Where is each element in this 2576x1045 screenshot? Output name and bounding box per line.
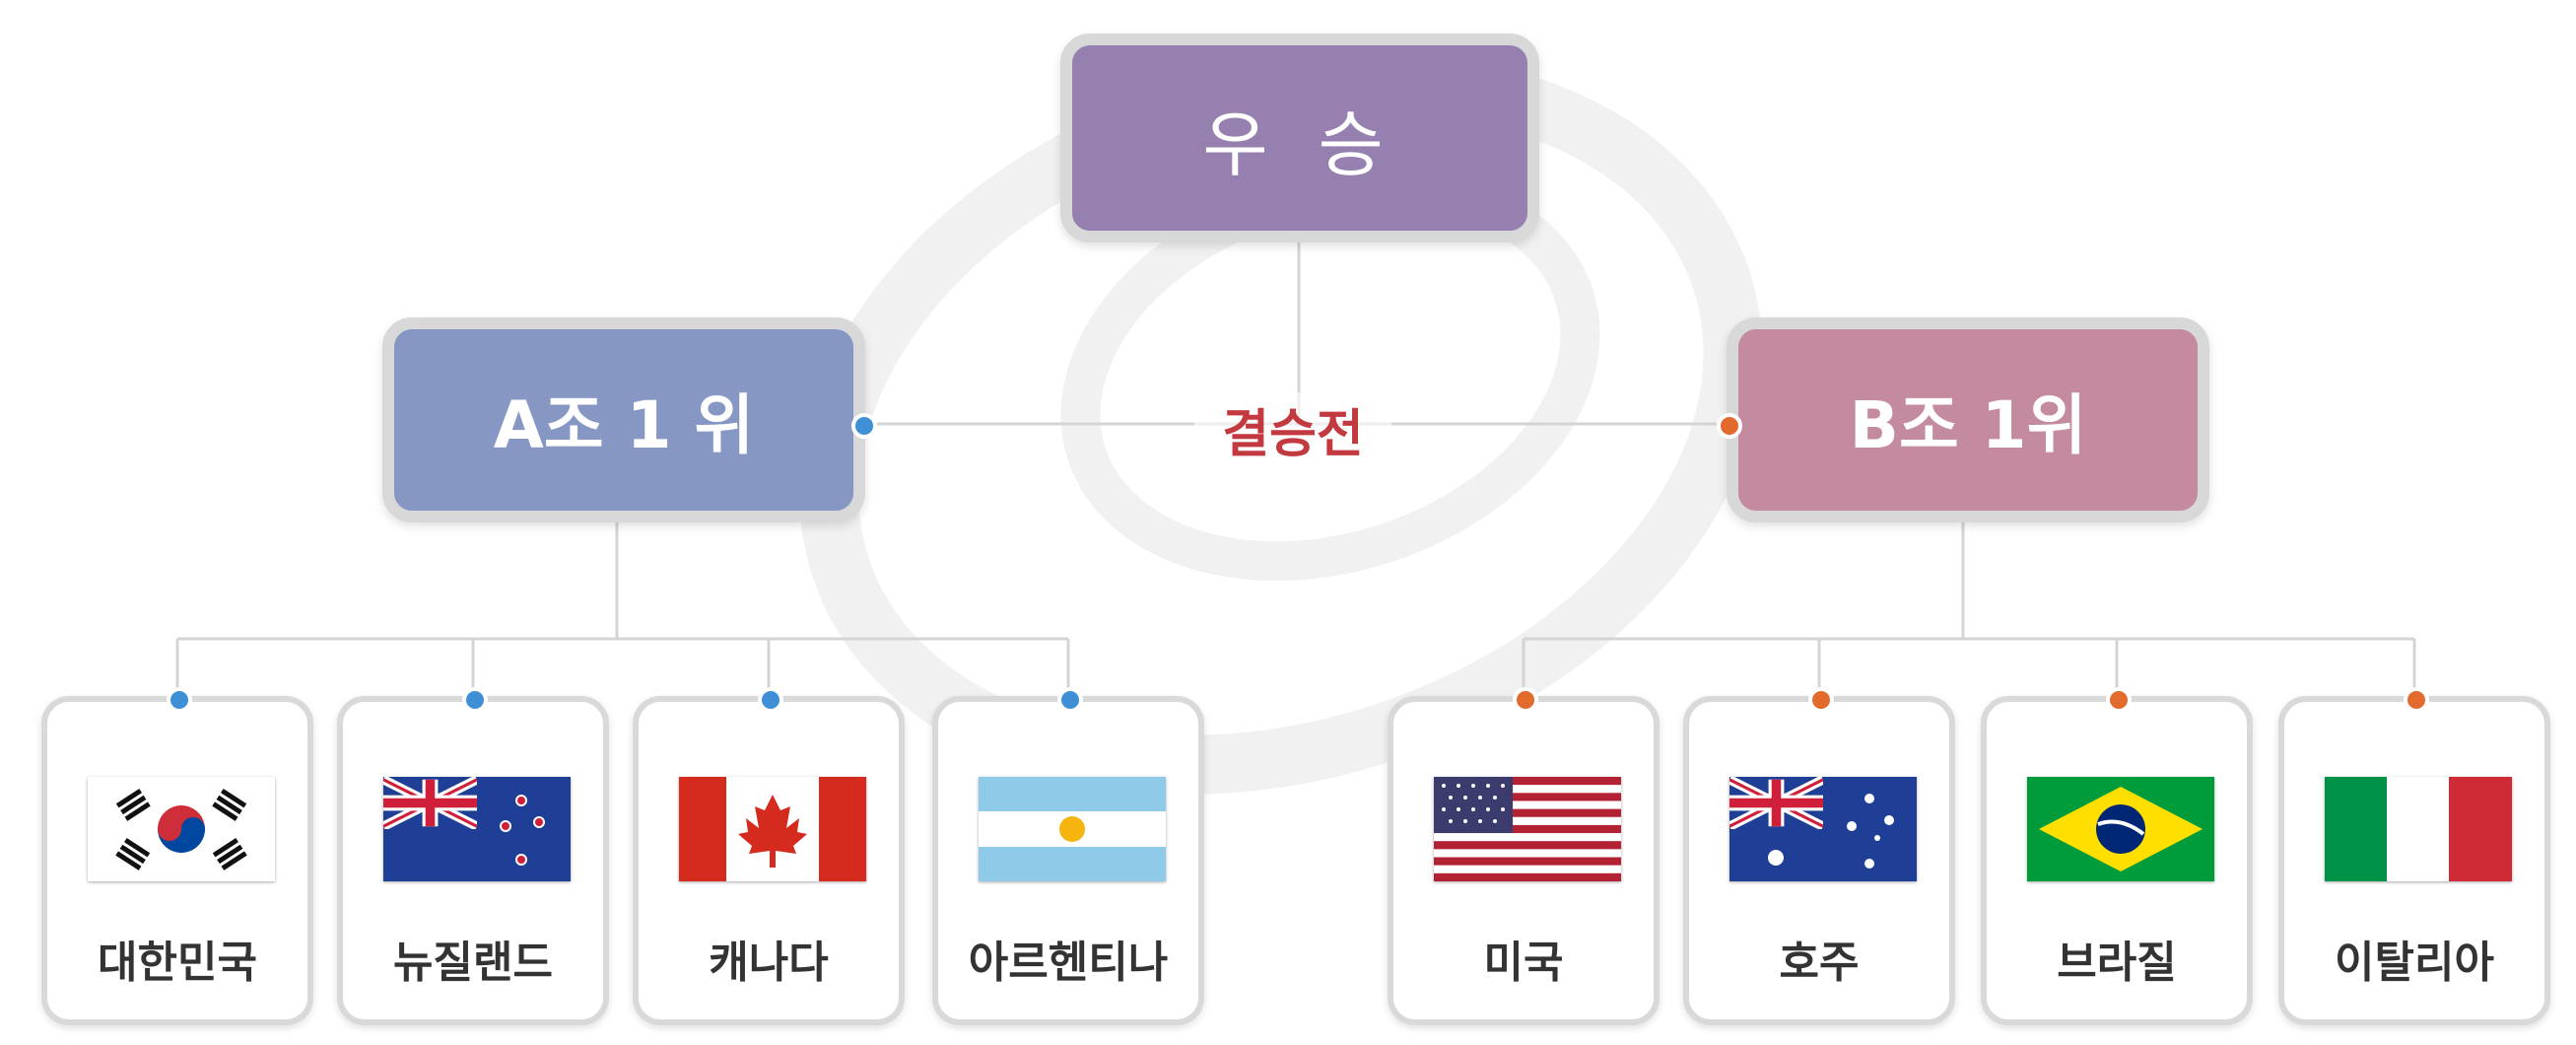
brazil-flag-icon [2027, 777, 2214, 881]
team-name: 이탈리아 [2335, 938, 2494, 988]
team-card-usa: 미국 [1388, 696, 1660, 1025]
korea-flag-icon [88, 777, 275, 881]
team-card-italy: 이탈리아 [2278, 696, 2550, 1025]
argentina-flag-icon [979, 777, 1166, 881]
team-name: 미국 [1483, 938, 1564, 988]
team-connector-dot [167, 687, 192, 713]
final-match-label: 결승전 [1194, 392, 1391, 466]
team-card-brazil: 브라질 [1981, 696, 2253, 1025]
team-card-australia: 호주 [1683, 696, 1955, 1025]
australia-flag-icon [1729, 777, 1917, 881]
winner-box: 우 승 [1060, 34, 1539, 243]
group-a-first-box: A조 1 위 [382, 317, 865, 522]
group-b-connector-dot [1717, 413, 1742, 439]
team-connector-dot [2404, 687, 2429, 713]
team-card-new-zealand: 뉴질랜드 [337, 696, 609, 1025]
team-name: 브라질 [2057, 938, 2177, 988]
team-name: 캐나다 [709, 938, 829, 988]
team-connector-dot [1808, 687, 1834, 713]
team-card-canada: 캐나다 [633, 696, 905, 1025]
team-card-korea: 대한민국 [41, 696, 313, 1025]
group-a-connector-dot [851, 413, 877, 439]
group-b-first-box: B조 1위 [1727, 317, 2209, 522]
team-connector-dot [1513, 687, 1538, 713]
team-connector-dot [2106, 687, 2132, 713]
new-zealand-flag-icon [383, 777, 571, 881]
team-card-argentina: 아르헨티나 [932, 696, 1204, 1025]
group-a-label: A조 1 위 [493, 387, 755, 463]
usa-flag-icon [1434, 777, 1621, 881]
team-name: 호주 [1779, 938, 1860, 988]
team-name: 대한민국 [98, 938, 257, 988]
group-b-label: B조 1위 [1849, 387, 2087, 463]
team-connector-dot [1057, 687, 1083, 713]
winner-label: 우 승 [1202, 103, 1397, 186]
canada-flag-icon [679, 777, 866, 881]
team-connector-dot [758, 687, 783, 713]
team-name: 뉴질랜드 [393, 938, 553, 988]
team-name: 아르헨티나 [968, 938, 1169, 988]
team-connector-dot [462, 687, 488, 713]
italy-flag-icon [2325, 777, 2512, 881]
